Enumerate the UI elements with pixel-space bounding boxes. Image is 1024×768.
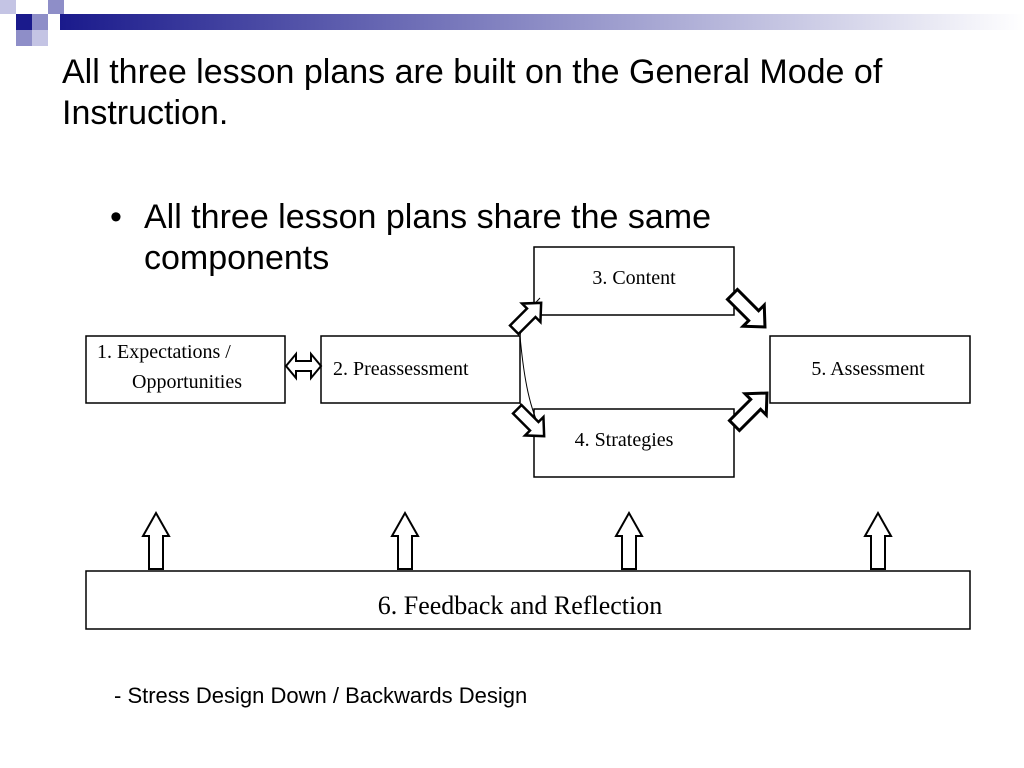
feedback-up-arrow-icon	[141, 510, 171, 570]
box4-label: 4. Strategies	[575, 429, 674, 451]
double-arrow-icon	[284, 351, 323, 381]
box-expectations	[85, 335, 286, 404]
feedback-up-arrow-icon	[390, 510, 420, 570]
header-square	[0, 0, 16, 14]
header-square	[32, 14, 48, 30]
arrow-content-to-assessment-icon	[725, 287, 767, 329]
feedback-up-arrow-icon	[614, 510, 644, 570]
arrow-to-strategies-icon	[511, 403, 546, 438]
arrow-to-content-icon	[508, 301, 543, 336]
bullet-mark: •	[110, 198, 122, 236]
footnote: - Stress Design Down / Backwards Design	[114, 683, 528, 708]
header-square	[48, 0, 64, 14]
arrow-strategies-to-assessment-icon	[727, 391, 769, 433]
header-square	[16, 30, 32, 46]
box1-label-line2: Opportunities	[132, 371, 242, 393]
box5-label: 5. Assessment	[811, 358, 925, 380]
box3-label: 3. Content	[592, 267, 676, 289]
slide-title: All three lesson plans are built on the …	[62, 53, 883, 132]
header-square	[32, 30, 48, 46]
bullet-item: • All three lesson plans share the same …	[110, 197, 870, 279]
box6-label: 6. Feedback and Reflection	[378, 591, 662, 620]
box-strategies	[533, 408, 735, 478]
header-square	[16, 14, 32, 30]
bullet-text: All three lesson plans share the same co…	[144, 198, 711, 277]
box-assessment	[769, 335, 971, 404]
box-feedback	[85, 570, 971, 630]
header-decoration	[0, 0, 1024, 46]
header-gradient-band	[60, 14, 1024, 30]
feedback-up-arrow-icon	[863, 510, 893, 570]
box2-label: 2. Preassessment	[333, 358, 469, 380]
box-content	[533, 246, 735, 316]
box-preassessment	[320, 335, 521, 404]
box1-label-line1: 1. Expectations /	[97, 341, 231, 363]
